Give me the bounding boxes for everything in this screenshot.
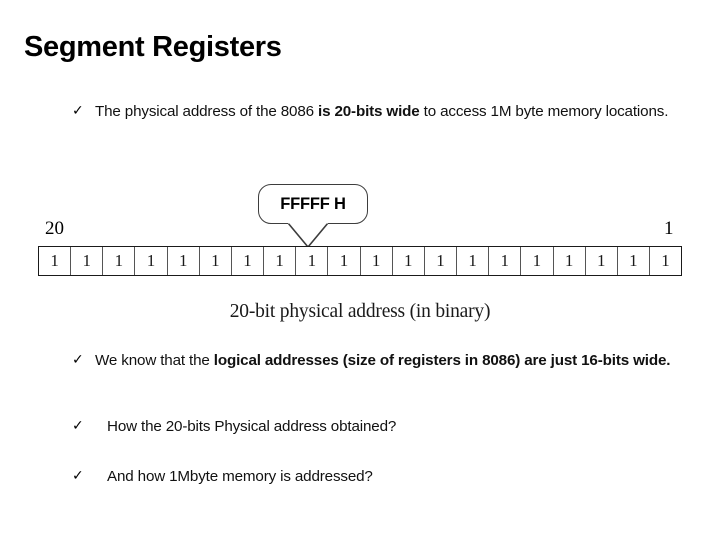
bit-cell: 1 (554, 247, 586, 275)
bit-cell: 1 (135, 247, 168, 275)
callout-label: FFFFF H (280, 195, 346, 213)
bit-index-right: 1 (664, 218, 674, 239)
checkmark-icon: ✓ (72, 352, 84, 368)
bit-cell: 1 (200, 247, 232, 275)
bullet-item-2: ✓ We know that the logical addresses (si… (72, 350, 677, 371)
bit-cell: 1 (103, 247, 136, 275)
bullet-item-3: ✓ How the 20-bits Physical address obtai… (72, 416, 552, 437)
bullet-item-1: ✓ The physical address of the 8086 is 20… (72, 101, 672, 122)
bit-cell: 1 (425, 247, 458, 275)
page-title: Segment Registers (24, 31, 282, 63)
bit-cell: 1 (489, 247, 522, 275)
bit-cell: 1 (168, 247, 200, 275)
bit-cell: 1 (457, 247, 490, 275)
bullet-text-2: We know that the logical addresses (size… (95, 352, 671, 369)
diagram-caption: 20-bit physical address (in binary) (229, 301, 491, 322)
bit-cell: 1 (661, 251, 670, 270)
bit-cell: 1 (232, 247, 265, 275)
bit-cell: 1 (296, 247, 329, 275)
checkmark-icon: ✓ (72, 468, 84, 484)
bit-cell: 1 (618, 247, 650, 275)
address-callout: FFFFF H (258, 184, 370, 249)
bullet-text-4: And how 1Mbyte memory is addressed? (107, 468, 373, 485)
bullet-text-3: How the 20-bits Physical address obtaine… (107, 418, 397, 435)
checkmark-icon: ✓ (72, 418, 84, 434)
bit-cell: 1 (586, 247, 618, 275)
callout-tail-icon (287, 221, 329, 249)
bit-cell: 1 (521, 247, 554, 275)
bit-cell: 1 (264, 247, 297, 275)
bullet-item-4: ✓ And how 1Mbyte memory is addressed? (72, 466, 552, 487)
bit-cell: 1 (393, 247, 425, 275)
bit-cell: 1 (39, 247, 72, 275)
callout-bubble (258, 184, 368, 224)
bullet-text-1: The physical address of the 8086 is 20-b… (95, 103, 669, 120)
bit-cell: 1 (361, 247, 393, 275)
bit-index-left: 20 (45, 218, 64, 239)
bit-cell: 1 (71, 247, 104, 275)
checkmark-icon: ✓ (72, 103, 84, 119)
bit-cell: 1 (328, 247, 361, 275)
